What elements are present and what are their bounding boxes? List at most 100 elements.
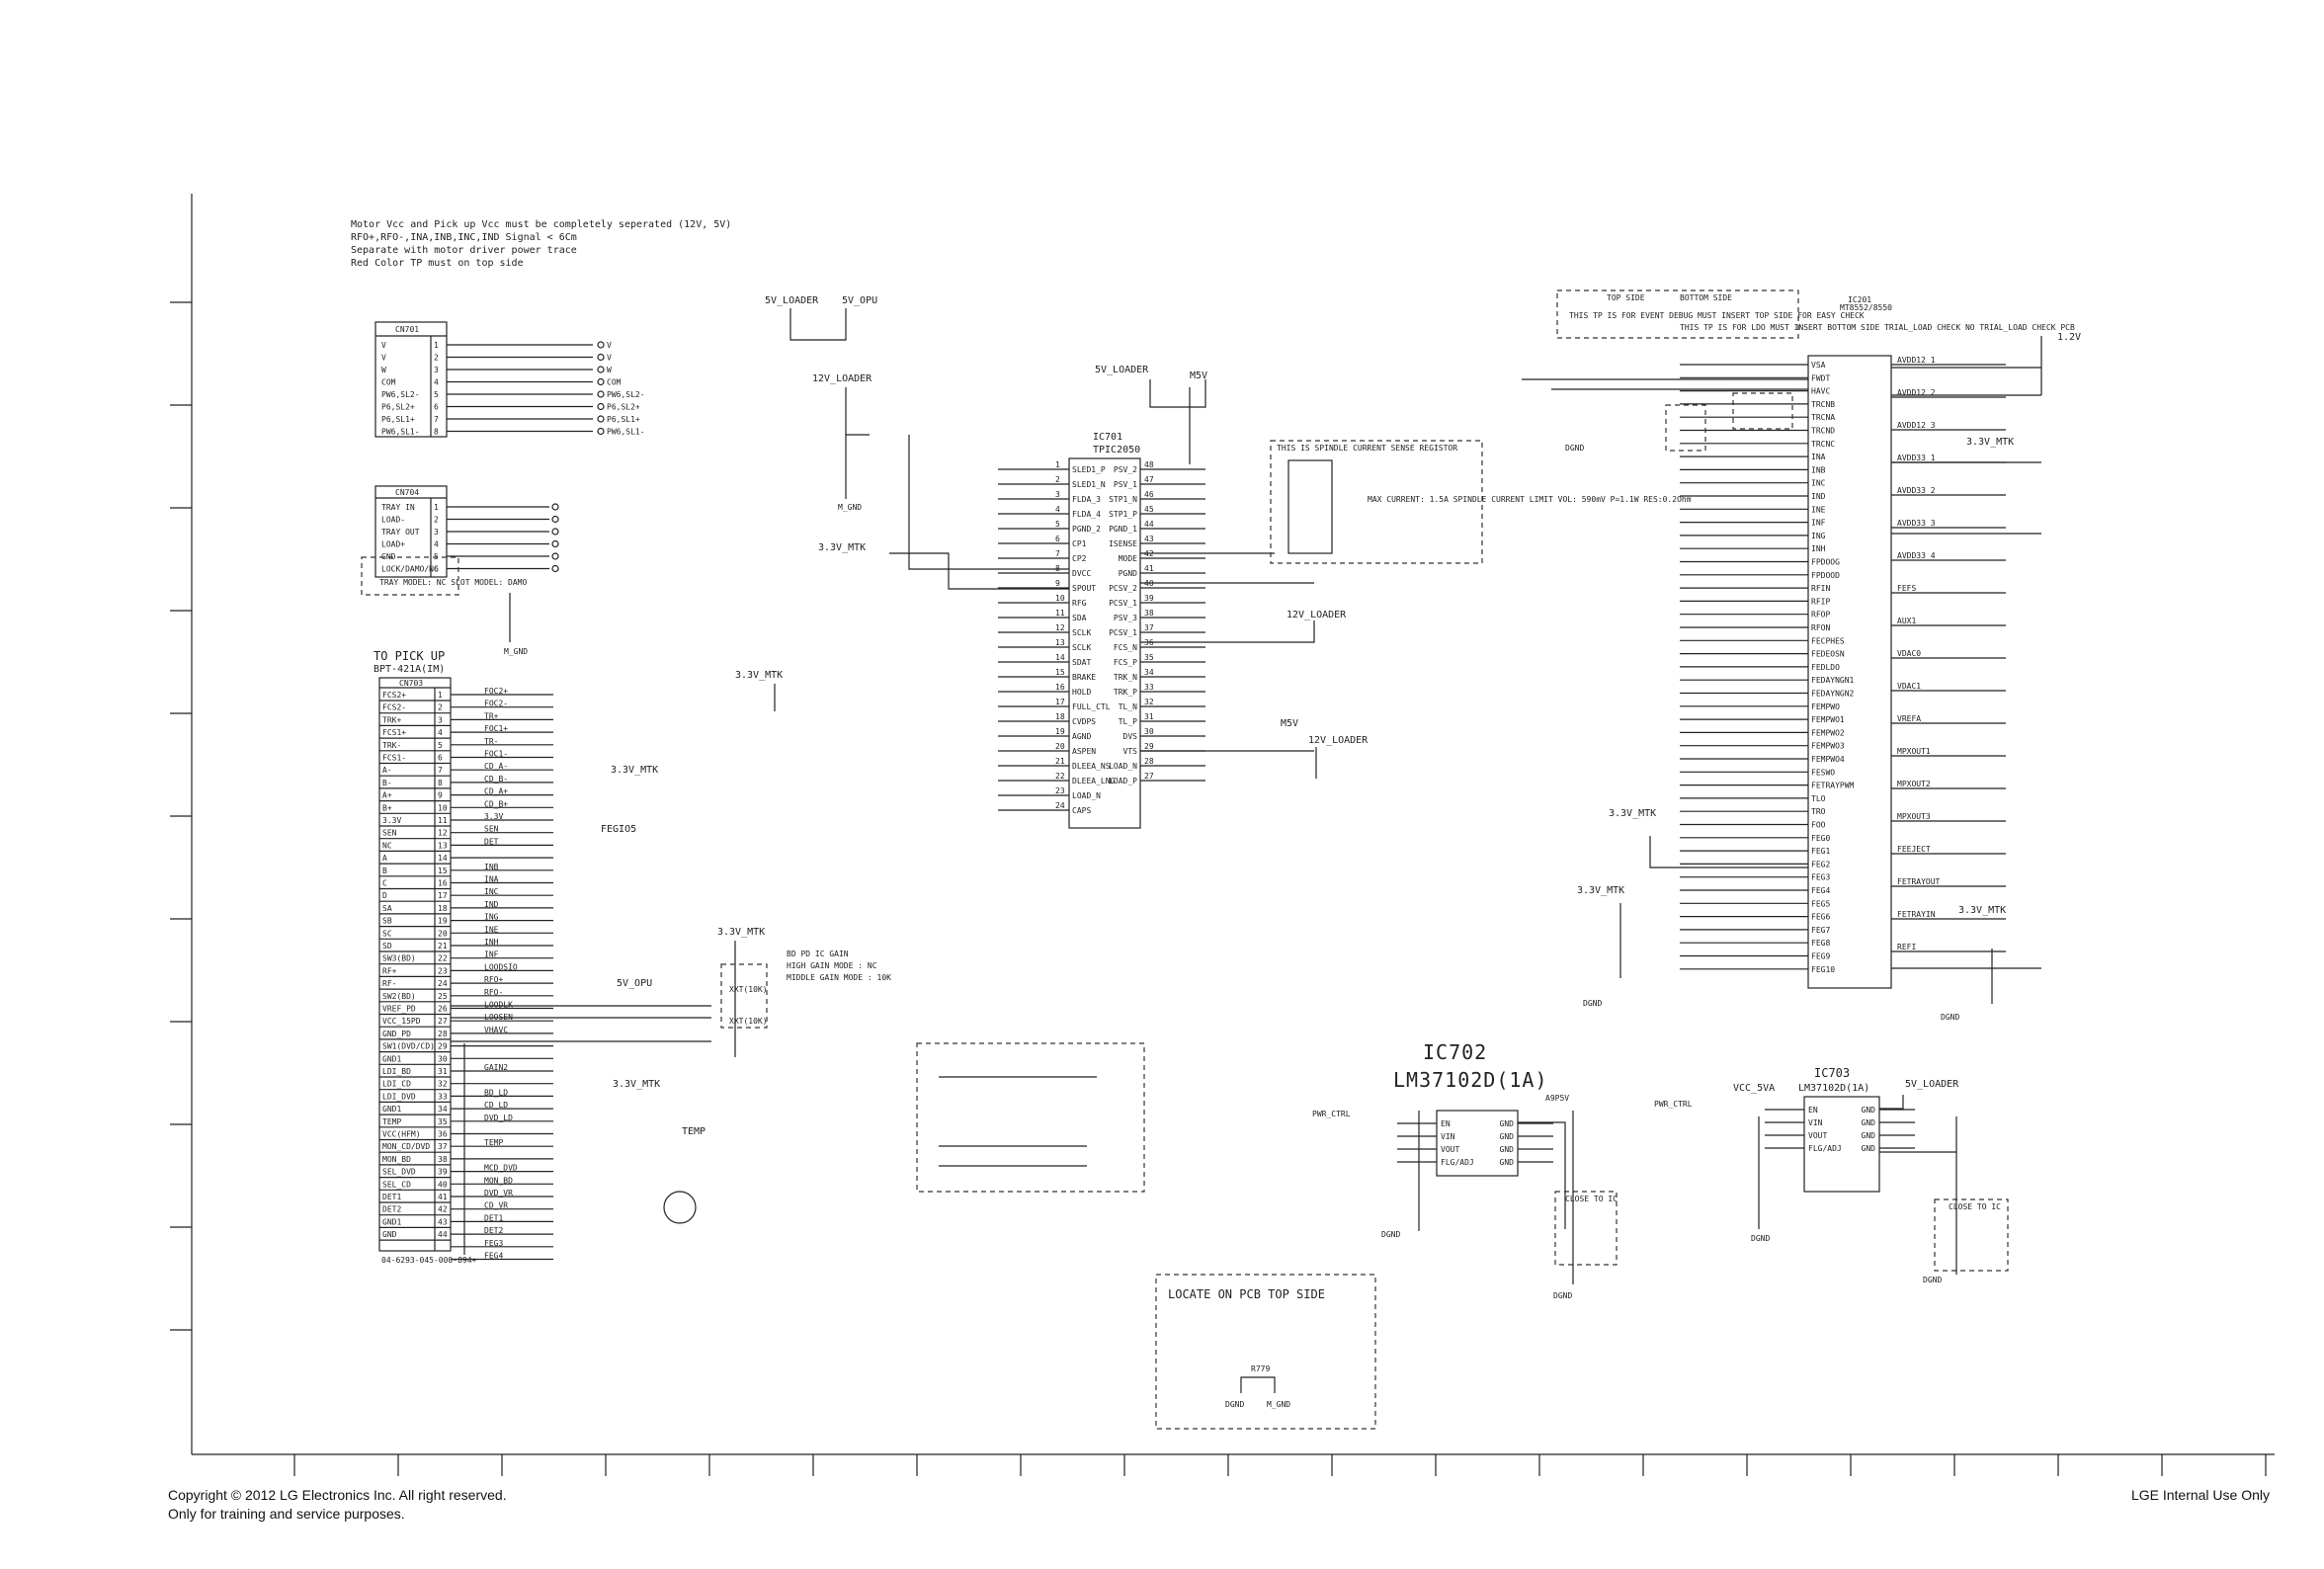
rail-5v-loader-2: 5V_LOADER xyxy=(1095,365,1149,375)
ic702-dgnd: DGND xyxy=(1381,1230,1400,1239)
cn703-pin-number: 10 xyxy=(438,803,448,812)
cn703-row-label: TEMP xyxy=(382,1117,401,1126)
ic702-right-pin: GND xyxy=(1500,1132,1515,1141)
cn703-row-label: A xyxy=(382,854,387,863)
ic701-left-pin-number: 24 xyxy=(1055,801,1065,810)
rails-mid: 3.3V_MTK 3.3V_MTK 12V_LOADER M5V 12V_LOA… xyxy=(611,610,1369,1090)
cn703-row-label: FCS2- xyxy=(382,703,406,712)
ic703-part: LM37102D(1A) xyxy=(1798,1083,1869,1094)
drawing-frame xyxy=(170,194,2275,1476)
cn701-row-label: P6,SL2+ xyxy=(381,403,415,412)
ic201-left-pin: FPDOOD xyxy=(1811,571,1840,580)
ic702-pwr-ctrl: PWR_CTRL xyxy=(1312,1110,1351,1118)
ic701-left-pin: CVDPS xyxy=(1072,717,1096,726)
ic701-right-pin: DVS xyxy=(1123,732,1138,741)
ic201-right-pin: AVDD33_1 xyxy=(1897,454,1936,462)
ic701-right-pin-number: 37 xyxy=(1144,623,1154,632)
ic701-left-pin: ASPEN xyxy=(1072,747,1096,756)
ic201-left-pin: FEG8 xyxy=(1811,939,1830,948)
tp-bottom-side: BOTTOM SIDE xyxy=(1680,293,1732,302)
cn703-net-label: CD_A- xyxy=(484,762,508,771)
test-point xyxy=(597,377,605,386)
ic201-right-pin: AVDD33_3 xyxy=(1897,519,1936,528)
ic201-left-pin: FEG7 xyxy=(1811,926,1830,935)
pickup-rows: FCS2+1FCS2-2TRK+3FCS1+4TRK-5FCS1-6A-7B-8… xyxy=(379,691,451,1241)
ic702-right-pin: GND xyxy=(1500,1119,1515,1128)
cn703-row-label: SEL_CD xyxy=(382,1180,411,1189)
ic701-left-pin-number: 6 xyxy=(1055,535,1060,543)
pcb-dgnd: DGND xyxy=(1225,1400,1244,1409)
frame-ticks-left xyxy=(170,301,192,1331)
ic701-left-pin-number: 17 xyxy=(1055,698,1065,706)
cn703-row-label: SEN xyxy=(382,829,397,838)
cn703-row-label: D xyxy=(382,891,387,900)
cn701-pin-number: 3 xyxy=(434,366,439,374)
cn701-row-label: PW6,SL1- xyxy=(381,428,420,437)
cn703-pin-number: 37 xyxy=(438,1142,448,1151)
cn703-pin-number: 19 xyxy=(438,917,448,926)
ic702-part: LM37102D(1A) xyxy=(1393,1068,1548,1092)
ic201-right-pin: AVDD33_2 xyxy=(1897,486,1936,495)
cn703-pin-number: 5 xyxy=(438,741,443,750)
rail-mgnd-1: M_GND xyxy=(838,503,862,512)
cn703-pin-number: 43 xyxy=(438,1217,448,1226)
ic701-left-pin-number: 18 xyxy=(1055,712,1065,721)
cn704-row-label: TRAY IN xyxy=(381,503,415,512)
ic701-right-pin: STP1_N xyxy=(1109,495,1137,504)
ic701-left-pin-number: 4 xyxy=(1055,505,1060,514)
cn701-row-label: COM xyxy=(381,378,396,387)
rail-33v-mtk-1: 3.3V_MTK xyxy=(818,542,866,553)
ic201-left-pin: FECPHES xyxy=(1811,636,1845,645)
cn703-net-label: GAIN2 xyxy=(484,1063,508,1072)
cn703-pin-number: 22 xyxy=(438,954,448,963)
ic701-left-pin-number: 9 xyxy=(1055,579,1060,588)
ic201-left-pin: FEMPWO xyxy=(1811,702,1840,711)
cn703-row-label: SW2(BD) xyxy=(382,992,416,1001)
ic201-left-pin: VSA xyxy=(1811,361,1826,370)
cn703-row-label: TRK- xyxy=(382,741,401,750)
rail-5v-opu: 5V_OPU xyxy=(842,295,877,306)
ic703-pwr-ctrl: PWR_CTRL xyxy=(1654,1100,1693,1109)
rail-dgnd-3: DGND xyxy=(1941,1013,1959,1022)
ic701-right-pin-number: 45 xyxy=(1144,505,1154,514)
temp-label: TEMP xyxy=(682,1126,706,1137)
ic201-left-pin: FEDEOSN xyxy=(1811,650,1845,659)
ic701-right-pin: FCS_N xyxy=(1114,643,1137,652)
ic201-part: MT8552/8550 xyxy=(1840,303,1892,312)
ic701-left-pin: DLEEA_NS xyxy=(1072,762,1111,771)
cn703-net-label: LOODLK xyxy=(484,1001,513,1010)
ic701-left-pin: LOAD_N xyxy=(1072,791,1101,800)
cn703-net-label: CD_LD xyxy=(484,1101,508,1110)
test-point xyxy=(551,515,559,524)
ic201-left-pin: RFOP xyxy=(1811,611,1830,619)
cn703-row-label: RF+ xyxy=(382,966,397,975)
ic201-left-pin: FEDLDO xyxy=(1811,663,1840,672)
right-power-rails: 1.2V 3.3V_MTK 3.3V_MTK 3.3V_MTK 3.3V_MTK… xyxy=(1565,332,2081,1022)
cn704-row-label: LOCK/DAMO/NC xyxy=(381,565,439,574)
cn703-pin-number: 18 xyxy=(438,904,448,913)
cn703-row-label: LDI_DVD xyxy=(382,1092,416,1101)
ic201-left-pin: FEMPWO3 xyxy=(1811,742,1845,751)
cn703-row-label: TRK+ xyxy=(382,715,401,724)
ic701-right-pin-number: 41 xyxy=(1144,564,1154,573)
ic703-dgnd: DGND xyxy=(1751,1234,1770,1243)
ic701-right-pin-number: 48 xyxy=(1144,460,1154,469)
cn704-note: TRAY MODEL: NC SLOT MODEL: DAMO xyxy=(379,578,527,587)
rail-33v-mtk-7: 3.3V_MTK xyxy=(1609,808,1656,819)
footer-copyright-line: Copyright © 2012 LG Electronics Inc. All… xyxy=(168,1487,507,1503)
gain-note-1: BD PD IC GAIN xyxy=(787,950,849,958)
footer-training-line: Only for training and service purposes. xyxy=(168,1506,405,1522)
ic701-left-pin-number: 20 xyxy=(1055,742,1065,751)
gain-note-block: BD PD IC GAIN HIGH GAIN MODE : NC MIDDLE… xyxy=(720,950,891,1029)
test-point xyxy=(551,552,559,560)
ic701-left-pin-number: 5 xyxy=(1055,520,1060,529)
ic201-right-pin: MPXOUT1 xyxy=(1897,747,1931,756)
ic201-right-pin: MPXOUT2 xyxy=(1897,780,1931,788)
ic702-left-pin: VOUT xyxy=(1441,1145,1459,1154)
test-point xyxy=(551,528,559,536)
cn703-net-label: SEN xyxy=(484,825,499,834)
rail-33v-mtk-8: 3.3V_MTK xyxy=(1577,885,1624,896)
cn703-row-label: GND1 xyxy=(382,1105,401,1114)
ic201-mt8552: IC201 MT8552/8550 VSAFWDTHAVCTRCNBTRCNAT… xyxy=(1680,295,2006,989)
